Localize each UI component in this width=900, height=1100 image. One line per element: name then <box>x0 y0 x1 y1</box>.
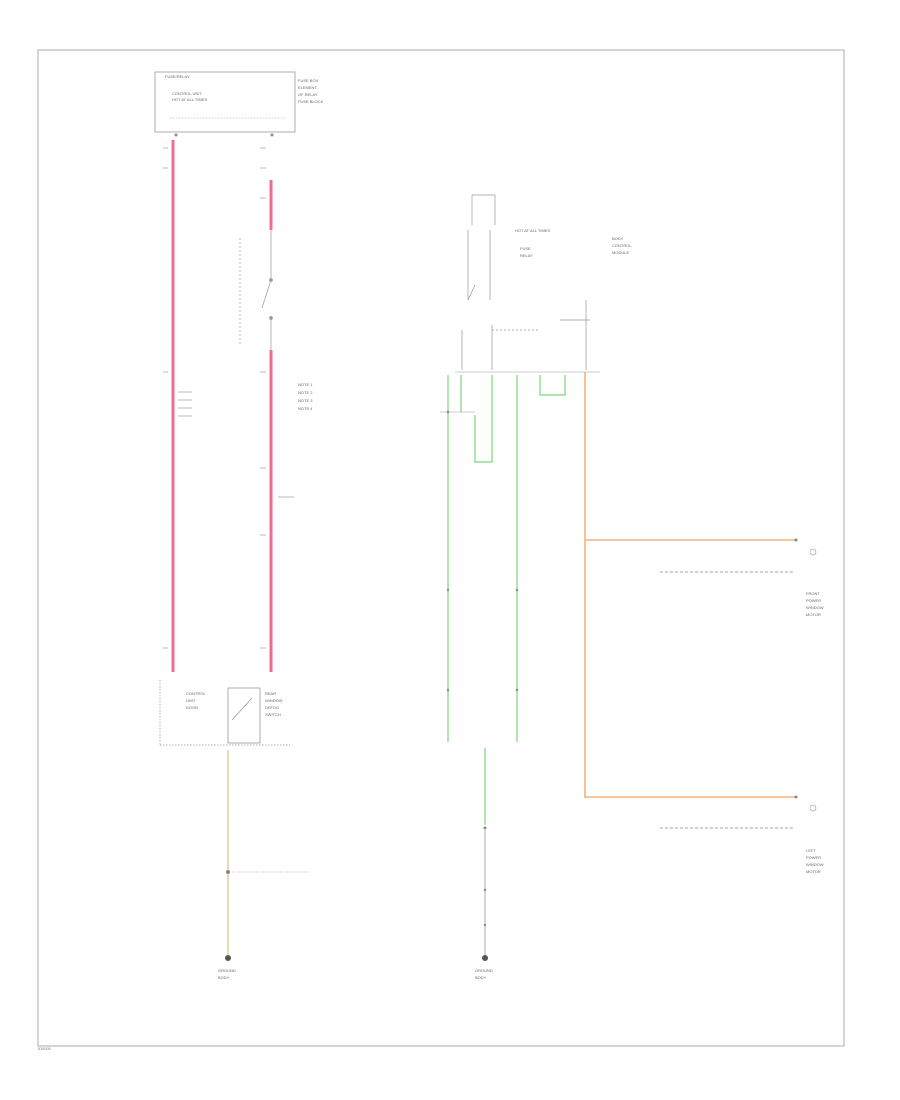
mid-top-label-1: HOT AT ALL TIMES <box>515 228 550 233</box>
rear-door-label-3: WINDOW <box>806 862 824 867</box>
switch-symbol <box>239 230 273 350</box>
relay-side-3: OF RELAY <box>298 92 318 97</box>
left-module-label-2: UNIT <box>186 698 196 703</box>
front-motor: FRONT POWER WINDOW MOTOR <box>660 538 824 617</box>
right-box-label-3: MODULE <box>612 250 629 255</box>
fuse-relay-box: FUSE/RELAY CONTROL UNIT HOT AT ALL TIMES… <box>154 71 324 137</box>
mid-top-label-2: FUSE <box>520 246 531 251</box>
switch-note-2: NOTE 2 <box>298 390 313 395</box>
rear-door-label-1: LEFT <box>806 848 816 853</box>
mid-top-label-3: RELAY <box>520 253 533 258</box>
rear-defog-module: CONTROL UNIT DOOR REAR WINDOW DEFOG SWIT… <box>159 680 290 746</box>
center-ground: GROUND BODY <box>475 826 493 980</box>
front-door-label-3: WINDOW <box>806 605 824 610</box>
right-box-label-1: BODY <box>612 236 624 241</box>
rear-motor: LEFT POWER WINDOW MOTOR <box>660 795 824 874</box>
orange-wires <box>584 372 795 798</box>
relay-box-label-3: HOT AT ALL TIMES <box>172 97 207 102</box>
middle-relay <box>461 194 590 370</box>
relay-side-2: ELEMENT <box>298 85 317 90</box>
right-module-label-4: SWITCH <box>265 712 281 717</box>
right-module-label-3: DEFOG <box>265 705 279 710</box>
right-module-label-1: REAR <box>265 691 276 696</box>
front-door-label-2: POWER <box>806 598 821 603</box>
green-wire-3 <box>474 375 493 463</box>
ground-right-label-2: BODY <box>475 975 487 980</box>
green-wire-5 <box>539 375 566 396</box>
green-wires <box>447 375 566 825</box>
relay-box-label-1: FUSE/RELAY <box>165 74 190 79</box>
diagram-footer-id: ID0000 <box>38 1046 51 1051</box>
front-door-label-4: MOTOR <box>806 612 821 617</box>
left-module-label-1: CONTROL <box>186 691 206 696</box>
relay-box-label-2: CONTROL UNIT <box>172 91 202 96</box>
switch-note-3: NOTE 3 <box>298 398 313 403</box>
ground-left-label-1: GROUND <box>218 968 236 973</box>
yellow-wire: GROUND BODY <box>218 750 310 980</box>
diagram-frame <box>37 49 845 1047</box>
pink-wires <box>171 140 273 672</box>
relay-side-1: FUSE BOX <box>298 78 319 83</box>
switch-note-1: NOTE 1 <box>298 382 313 387</box>
relay-side-4: FUSE BLOCK <box>298 99 324 104</box>
switch-note-4: NOTE 4 <box>298 406 313 411</box>
left-module-label-3: DOOR <box>186 705 198 710</box>
rear-door-label-2: POWER <box>806 855 821 860</box>
front-door-label-1: FRONT <box>806 591 820 596</box>
ground-left-label-2: BODY <box>218 975 230 980</box>
ground-right-label-1: GROUND <box>475 968 493 973</box>
right-box-label-2: CONTROL <box>612 243 632 248</box>
right-module-label-2: WINDOW <box>265 698 283 703</box>
rear-door-label-4: MOTOR <box>806 869 821 874</box>
